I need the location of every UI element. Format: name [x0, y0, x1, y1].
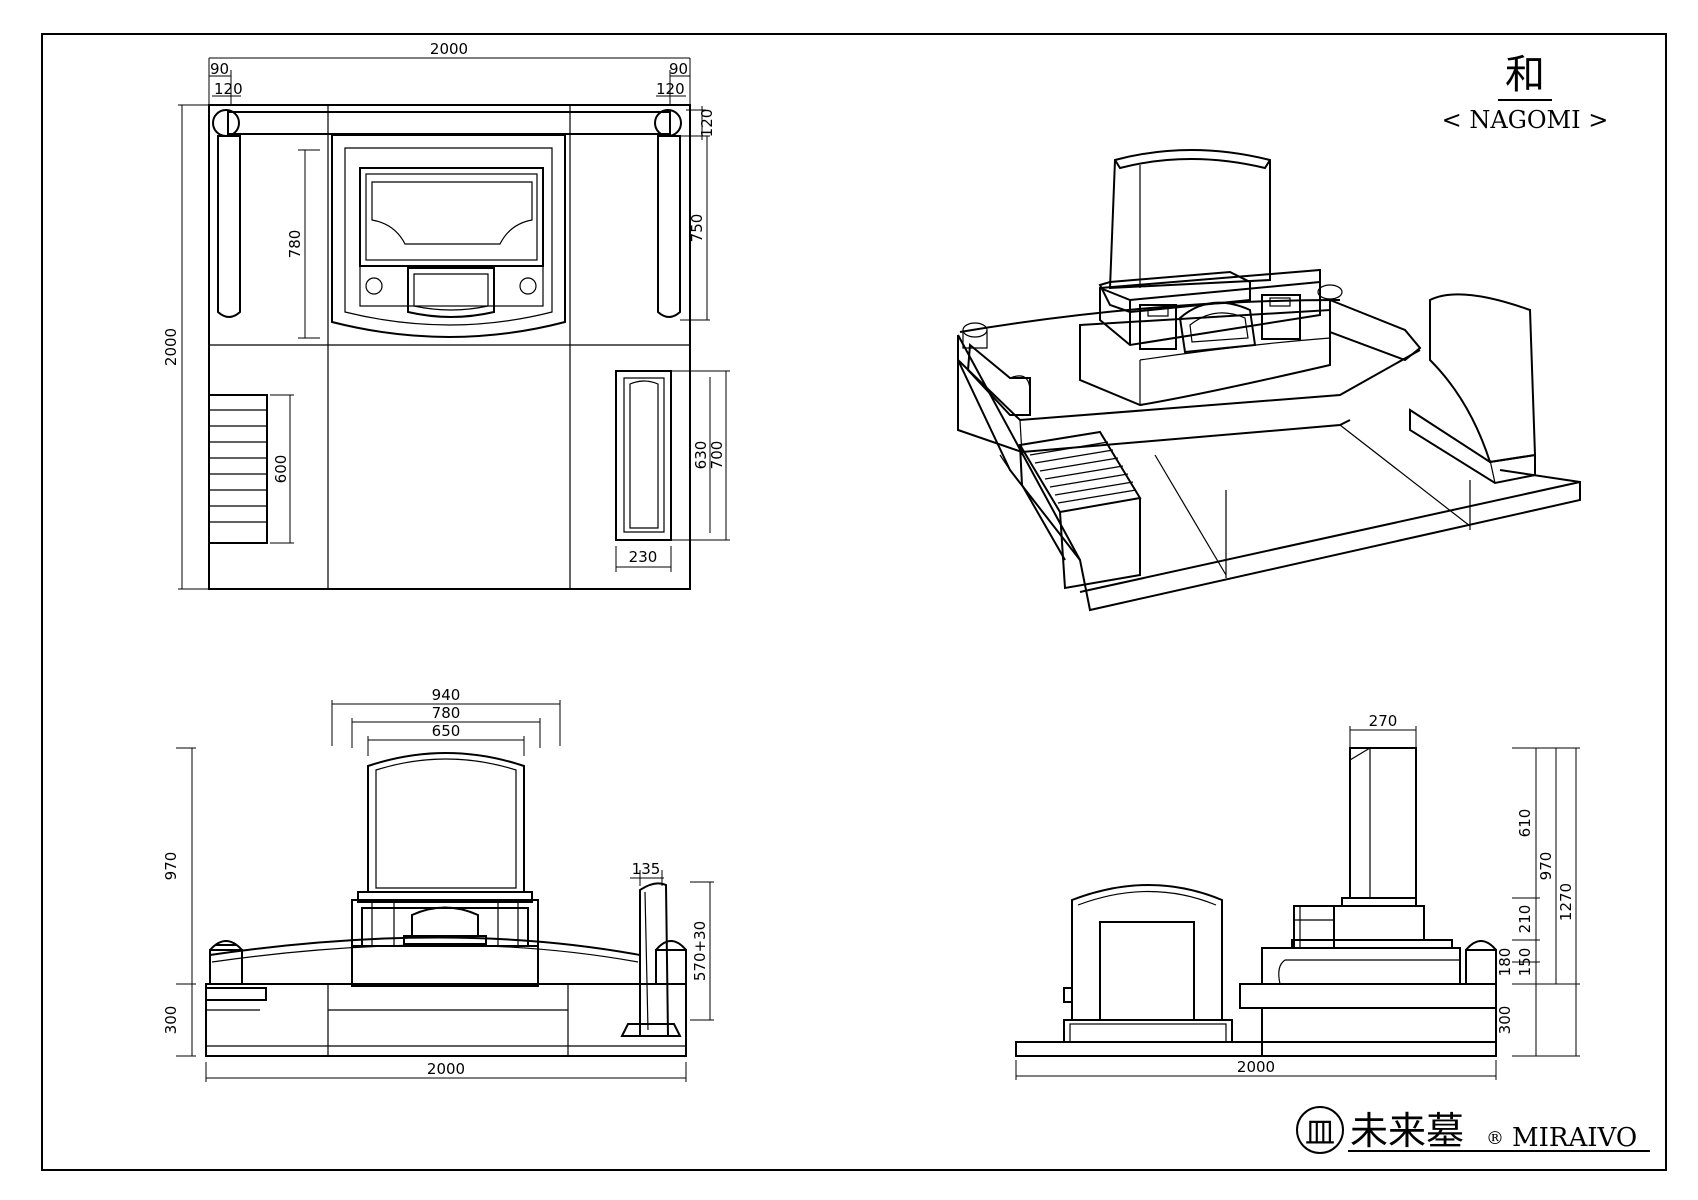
- plan-width-total: 2000: [430, 40, 468, 58]
- side-width-total: 2000: [1237, 1058, 1275, 1076]
- plan-depth-total: 2000: [162, 328, 180, 366]
- side-h-base: 300: [1496, 1006, 1514, 1035]
- side-h-stone: 610: [1516, 809, 1534, 838]
- plan-stair-length: 600: [272, 455, 290, 484]
- brand-registered: ®: [1486, 1128, 1504, 1149]
- front-height-upper: 970: [162, 852, 180, 881]
- plan-post-right: 120: [656, 80, 685, 98]
- isometric-view: [957, 149, 1581, 612]
- side-h-total: 1270: [1557, 883, 1575, 921]
- front-plaque-thickness: 135: [632, 860, 661, 878]
- side-h-die: 210: [1516, 905, 1534, 934]
- plan-edge-right: 90: [669, 60, 688, 78]
- front-view: 940 780 650 970 300 135 570+30 2000: [162, 686, 714, 1082]
- plan-bench: [615, 370, 672, 541]
- front-height-base: 300: [162, 1006, 180, 1035]
- side-view: 270 610 210 180 150 300 970 1270 2000: [1015, 712, 1580, 1080]
- plan-bench-outer: 700: [708, 441, 726, 470]
- plan-fence-length-right: 750: [688, 214, 706, 243]
- side-stone-depth: 270: [1369, 712, 1398, 730]
- title-block: 和 < NAGOMI >: [1442, 52, 1609, 134]
- plan-bench-width: 230: [629, 548, 658, 566]
- plan-bench-inner: 630: [692, 441, 710, 470]
- plan-outline: [208, 104, 691, 590]
- plan-post-left: 120: [214, 80, 243, 98]
- title-kanji: 和: [1505, 52, 1545, 98]
- brand-name-jp: 未来墓: [1350, 1109, 1464, 1153]
- side-h-upper: 970: [1537, 852, 1555, 881]
- brand-name-en: MIRAIVO: [1512, 1123, 1637, 1153]
- post-right: [654, 109, 682, 137]
- plan-edge-left: 90: [210, 60, 229, 78]
- front-width-total: 2000: [427, 1060, 465, 1078]
- front-stone-width: 650: [432, 722, 461, 740]
- brand-logo-icon: [1296, 1106, 1344, 1154]
- front-die-width: 780: [432, 704, 461, 722]
- plan-post-depth: 120: [698, 109, 716, 138]
- side-h-step1: 180: [1496, 948, 1514, 977]
- plan-view: 2000 90 90 120 120 120 2000 780 750 600: [162, 40, 730, 590]
- plan-fence-length: 780: [286, 230, 304, 259]
- front-plaque-height: 570+30: [691, 921, 709, 981]
- post-left: [212, 109, 240, 137]
- title-roman: < NAGOMI >: [1442, 106, 1609, 134]
- plan-stairs: [208, 394, 268, 544]
- brand-block: 皿 未来墓 ® MIRAIVO: [1296, 1106, 1650, 1154]
- sheet-frame: [41, 33, 1667, 1171]
- brand-logo-glyph: 皿: [1305, 1116, 1335, 1151]
- side-h-step2: 150: [1516, 948, 1534, 977]
- front-base-width: 940: [432, 686, 461, 704]
